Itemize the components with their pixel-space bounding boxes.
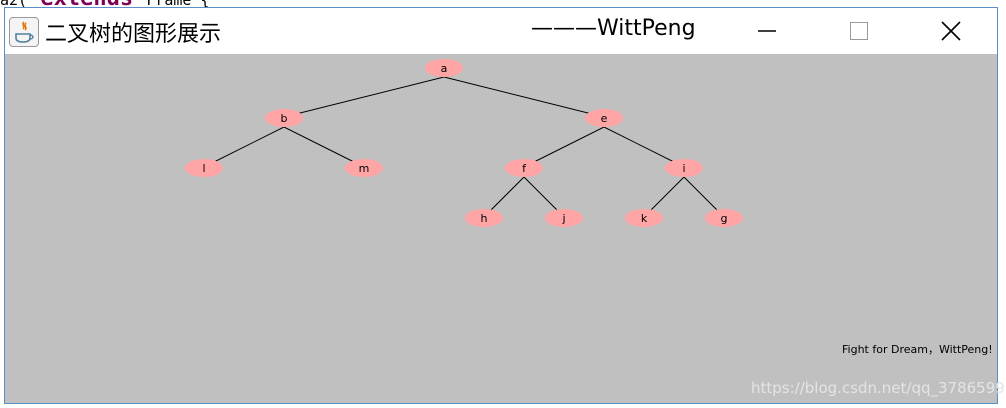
tree-node-label: m xyxy=(359,162,370,175)
tree-edge-a-b xyxy=(283,76,445,118)
minimize-icon xyxy=(758,30,776,32)
tree-node-a: a xyxy=(425,59,463,77)
tree-node-ellipse xyxy=(585,109,623,127)
tree-node-ellipse xyxy=(545,209,583,227)
tree-node-ellipse xyxy=(265,109,303,127)
window-title-suffix: ———WittPeng xyxy=(531,16,696,41)
window-title: 二叉树的图形展示 xyxy=(45,22,222,47)
binary-tree: a b e l m f i h j k g xyxy=(185,59,743,227)
tree-node-label: a xyxy=(441,62,448,75)
tree-node-i: i xyxy=(665,159,703,177)
tree-node-label: g xyxy=(721,212,728,225)
tree-edge-e-f xyxy=(523,126,605,168)
app-window: 二叉树的图形展示 ———WittPeng a b e l m f i h j k g Fight f… xyxy=(4,7,1006,404)
tree-node-h: h xyxy=(465,209,503,227)
title-bar[interactable]: 二叉树的图形展示 ———WittPeng xyxy=(5,8,997,54)
ide-prefix: a2( xyxy=(0,0,28,9)
tree-node-ellipse xyxy=(625,209,663,227)
tree-node-label: k xyxy=(641,212,648,225)
tree-node-label: e xyxy=(601,112,608,125)
tree-node-b: b xyxy=(265,109,303,127)
tree-node-k: k xyxy=(625,209,663,227)
java-icon[interactable] xyxy=(9,17,39,47)
tree-node-ellipse xyxy=(185,159,223,177)
watermark: https://blog.csdn.net/qq_37865996 xyxy=(751,379,1006,397)
ide-partial-text: Frame { xyxy=(146,0,210,9)
tree-node-ellipse xyxy=(345,159,383,177)
tree-canvas: a b e l m f i h j k g Fight for Dream，WittPeng! ht… xyxy=(5,54,1006,403)
tree-edge-b-m xyxy=(283,126,365,168)
tree-node-label: i xyxy=(682,162,685,175)
tree-edge-e-i xyxy=(603,126,685,168)
footer-motto: Fight for Dream，WittPeng! xyxy=(842,343,993,356)
tree-node-e: e xyxy=(585,109,623,127)
tree-edge-b-l xyxy=(203,126,285,168)
tree-node-ellipse xyxy=(705,209,743,227)
ide-keyword: extends xyxy=(40,0,133,11)
tree-node-m: m xyxy=(345,159,383,177)
tree-node-ellipse xyxy=(425,59,463,77)
minimize-button[interactable] xyxy=(721,8,813,54)
tree-edge-a-e xyxy=(443,76,605,118)
close-button[interactable] xyxy=(905,8,997,54)
tree-node-ellipse xyxy=(665,159,703,177)
tree-node-g: g xyxy=(705,209,743,227)
maximize-icon xyxy=(850,22,868,40)
maximize-button[interactable] xyxy=(813,8,905,54)
tree-node-label: f xyxy=(522,162,527,175)
tree-node-label: l xyxy=(202,162,205,175)
tree-node-label: j xyxy=(561,212,565,225)
tree-node-l: l xyxy=(185,159,223,177)
tree-node-f: f xyxy=(505,159,543,177)
close-icon xyxy=(941,21,961,41)
ide-code-line: a2( extends Frame { xyxy=(0,0,210,11)
tree-node-ellipse xyxy=(465,209,503,227)
tree-node-j: j xyxy=(545,209,583,227)
tree-node-label: b xyxy=(281,112,288,125)
tree-node-label: h xyxy=(481,212,488,225)
tree-node-ellipse xyxy=(505,159,543,177)
